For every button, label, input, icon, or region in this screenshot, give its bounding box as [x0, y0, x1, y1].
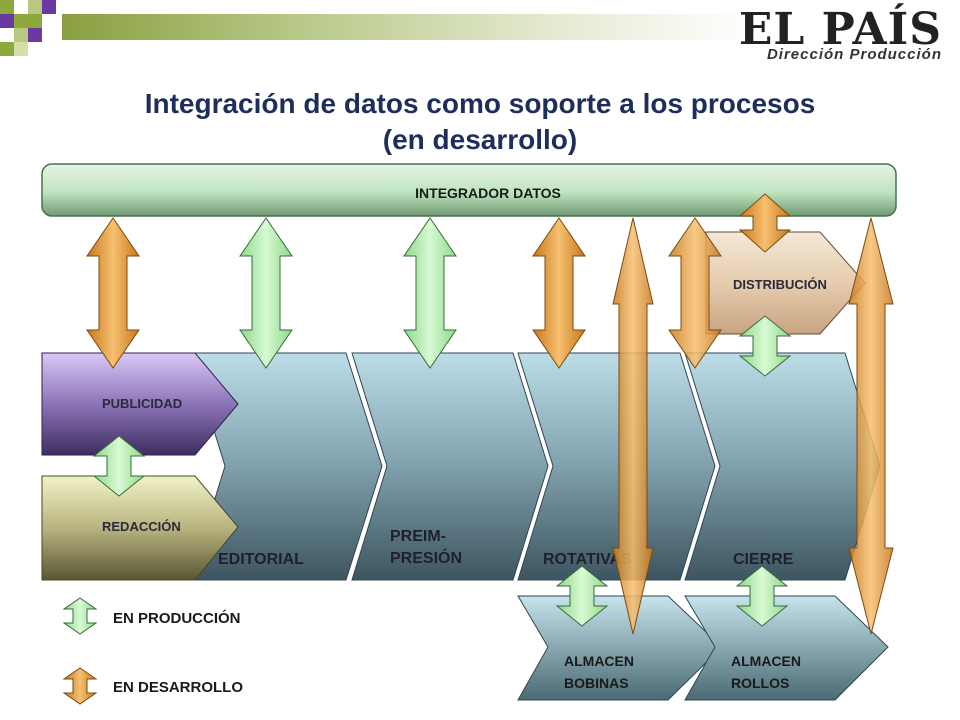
process-rotativas — [517, 352, 716, 581]
label-preimpresion-1: PREIM- — [390, 528, 446, 545]
label-distribucion: DISTRIBUCIÓN — [733, 277, 827, 292]
arrow-rotativas-integrator — [532, 217, 586, 369]
label-rotativas: ROTATIVAS — [543, 551, 632, 568]
process-publicidad — [41, 352, 239, 456]
arrow-rotativas-almacen — [555, 565, 609, 627]
brand-logo: EL PAÍS Dirección Producción — [738, 4, 942, 64]
title-line-2: (en desarrollo) — [382, 124, 578, 155]
process-almacen-rollos — [684, 595, 889, 701]
decorative-squares — [0, 0, 56, 56]
top-gradient-bar — [62, 14, 752, 40]
arrow-cierre-long — [848, 217, 894, 635]
integrator-bar: INTEGRADOR DATOS — [41, 163, 897, 217]
process-almacen-bobinas — [517, 595, 723, 701]
process-preimpresion — [351, 352, 549, 581]
integrator-label: INTEGRADOR DATOS — [415, 185, 561, 201]
arrow-preimpresion-integrator — [403, 217, 457, 369]
arrow-publicidad-integrator — [86, 217, 140, 369]
label-publicidad: PUBLICIDAD — [102, 396, 182, 411]
label-editorial: EDITORIAL — [218, 551, 304, 568]
label-almacen-bobinas-2: BOBINAS — [564, 675, 629, 691]
legend-development-arrow — [62, 667, 98, 705]
label-redaccion: REDACCIÓN — [102, 519, 181, 534]
page-title: Integración de datos como soporte a los … — [0, 86, 960, 158]
process-editorial — [189, 352, 383, 581]
arrow-cierre-almacen — [735, 565, 789, 627]
legend-development-label: EN DESARROLLO — [113, 679, 244, 696]
legend-symbols — [62, 597, 98, 705]
logo-subtitle: Dirección Producción — [766, 46, 942, 63]
title-line-1: Integración de datos como soporte a los … — [144, 88, 816, 119]
arrow-editorial-integrator — [239, 217, 293, 369]
arrows-layer — [86, 193, 894, 635]
logo-brand-text: EL PAÍS — [738, 4, 942, 55]
arrow-distribucion-cierre — [738, 315, 792, 377]
arrow-cierre-integrator — [668, 217, 722, 369]
label-almacen-rollos-2: ROLLOS — [731, 675, 789, 691]
legend-production-arrow — [62, 597, 98, 635]
label-almacen-rollos-1: ALMACEN — [731, 653, 801, 669]
arrow-rotativas-long — [612, 217, 654, 635]
arrow-publicidad-redaccion — [92, 435, 146, 497]
process-cierre — [684, 352, 881, 581]
arrow-distribucion-integrator — [738, 193, 792, 253]
label-almacen-bobinas-1: ALMACEN — [564, 653, 634, 669]
label-cierre: CIERRE — [733, 551, 794, 568]
legend-production-label: EN PRODUCCIÓN — [113, 610, 241, 627]
process-redaccion — [41, 475, 239, 581]
label-preimpresion-2: PRESIÓN — [390, 548, 462, 567]
